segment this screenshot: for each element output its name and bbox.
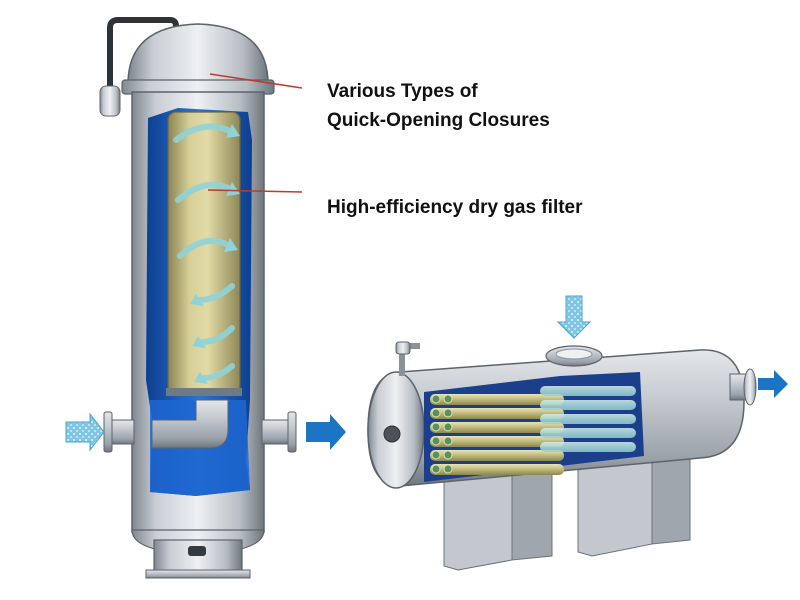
inlet-flange bbox=[103, 411, 113, 453]
vertical-filter-vessel bbox=[99, 17, 297, 579]
base-ring bbox=[145, 569, 251, 579]
tube-bundle bbox=[430, 386, 636, 475]
closure-leader-line bbox=[209, 73, 303, 89]
filter-tubes-far bbox=[540, 386, 636, 452]
filter-element bbox=[167, 111, 241, 395]
flow-inlet-arrow-icon bbox=[65, 412, 105, 452]
vent-pipe bbox=[107, 17, 179, 110]
horizontal-filter-vessel bbox=[367, 341, 757, 571]
closures-callout: Various Types of Quick-Opening Closures bbox=[327, 77, 550, 135]
filter-leader-line bbox=[207, 189, 303, 193]
horizontal-vent-valve bbox=[395, 341, 411, 355]
flow-outlet-arrow-icon bbox=[306, 414, 346, 450]
support-skirt bbox=[153, 539, 243, 575]
top-inlet-nozzle-opening bbox=[555, 348, 593, 360]
swirl-flow-arrow-icon bbox=[173, 123, 235, 381]
flow-outlet-arrow-icon bbox=[758, 370, 788, 398]
filter-element-base bbox=[166, 388, 242, 396]
vent-gauge bbox=[99, 85, 121, 117]
filter-callout: High-efficiency dry gas filter bbox=[327, 197, 583, 218]
closure-hinge bbox=[383, 425, 401, 443]
outlet-flange bbox=[287, 411, 297, 453]
inlet-elbow bbox=[151, 399, 229, 449]
closures-callout-line1: Various Types of bbox=[327, 81, 478, 102]
outlet-nozzle bbox=[261, 419, 291, 445]
swirl-arrowheads bbox=[190, 124, 240, 384]
closures-callout-line2: Quick-Opening Closures bbox=[327, 110, 550, 131]
skirt-access-opening bbox=[188, 546, 206, 556]
side-outlet-flange bbox=[743, 368, 757, 406]
flow-inlet-arrow-icon bbox=[556, 295, 592, 339]
top-quick-opening-closure bbox=[127, 23, 269, 85]
filter-tubes-near bbox=[430, 394, 564, 475]
right-saddle-support bbox=[577, 455, 653, 557]
tube-ends bbox=[431, 394, 453, 474]
